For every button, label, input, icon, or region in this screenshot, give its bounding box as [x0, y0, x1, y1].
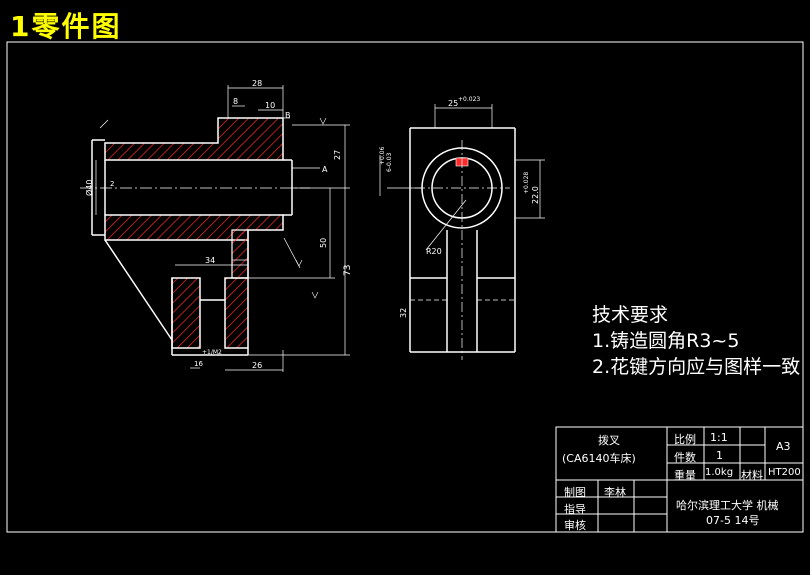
tol-label-a: +0.06: [379, 146, 386, 165]
weight-label: 重量: [674, 469, 696, 482]
dim-16: 16: [194, 360, 203, 368]
material-label: 材料: [741, 469, 763, 482]
roughness-symbol: [295, 259, 303, 267]
review-label: 审核: [564, 519, 586, 532]
drawing-border: [6, 41, 804, 533]
dim-50: 50: [319, 238, 328, 248]
dim-10: 10: [265, 101, 275, 110]
dim-r20: R20: [426, 247, 442, 256]
hatch-top-wall: [104, 117, 284, 161]
class-number: 07-5 14号: [706, 514, 760, 527]
guide-label: 指导: [564, 503, 586, 516]
dim-34: 34: [205, 256, 215, 265]
part-name: 拨叉: [598, 434, 620, 447]
requirements-title: 技术要求: [592, 304, 669, 326]
tol-label-c: +0.028: [523, 172, 530, 194]
qty-value: 1: [716, 449, 723, 462]
qty-label: 件数: [674, 451, 696, 464]
hatch-web: [231, 229, 249, 279]
dim-25: 25: [448, 99, 458, 108]
requirement-item-2: 2.花键方向应与图样一致: [592, 356, 801, 378]
dim-32: 32: [399, 308, 408, 318]
hatch-bottom-wall: [104, 214, 284, 241]
roughness-symbol: [319, 117, 327, 125]
tol-label-e: +1/M2: [202, 349, 222, 356]
scale-label: 比例: [674, 433, 696, 446]
dim-phi2: 2: [110, 180, 114, 188]
requirement-item-1: 1.铸造圆角R3~5: [592, 330, 740, 352]
scale-value: 1:1: [710, 431, 728, 444]
machine-name: (CA6140车床): [562, 452, 636, 465]
sheet-size: A3: [776, 440, 791, 453]
school-name: 哈尔滨理工大学 机械: [676, 499, 779, 512]
drawn-name: 李林: [604, 486, 626, 499]
tol-label-d: +0.023: [458, 96, 480, 103]
page-title: 1零件图: [10, 10, 122, 43]
section-view: 28 8 10 27 Ø40 50 73 34 16 26 2 +1/M2 A …: [80, 79, 353, 372]
title-block-grid: [555, 426, 804, 533]
weight-value: 1.0kg: [705, 467, 734, 478]
dim-phi40: Ø40: [84, 180, 94, 196]
dim-26: 26: [252, 361, 262, 370]
roughness-symbol: [311, 291, 319, 299]
dim-8: 8: [233, 97, 238, 106]
hatch-fork-left: [171, 277, 201, 349]
material-value: HT200: [768, 467, 801, 478]
ref-a: A: [322, 165, 328, 174]
drawn-label: 制图: [564, 486, 586, 499]
hatch-fork-right: [224, 277, 249, 349]
dim-28: 28: [252, 79, 262, 88]
tol-label-b: 6-0.03: [386, 152, 393, 172]
dim-27: 27: [333, 150, 342, 160]
dim-73: 73: [343, 265, 353, 276]
ref-b: B: [285, 111, 291, 120]
dim-22: 22.0: [531, 186, 540, 204]
